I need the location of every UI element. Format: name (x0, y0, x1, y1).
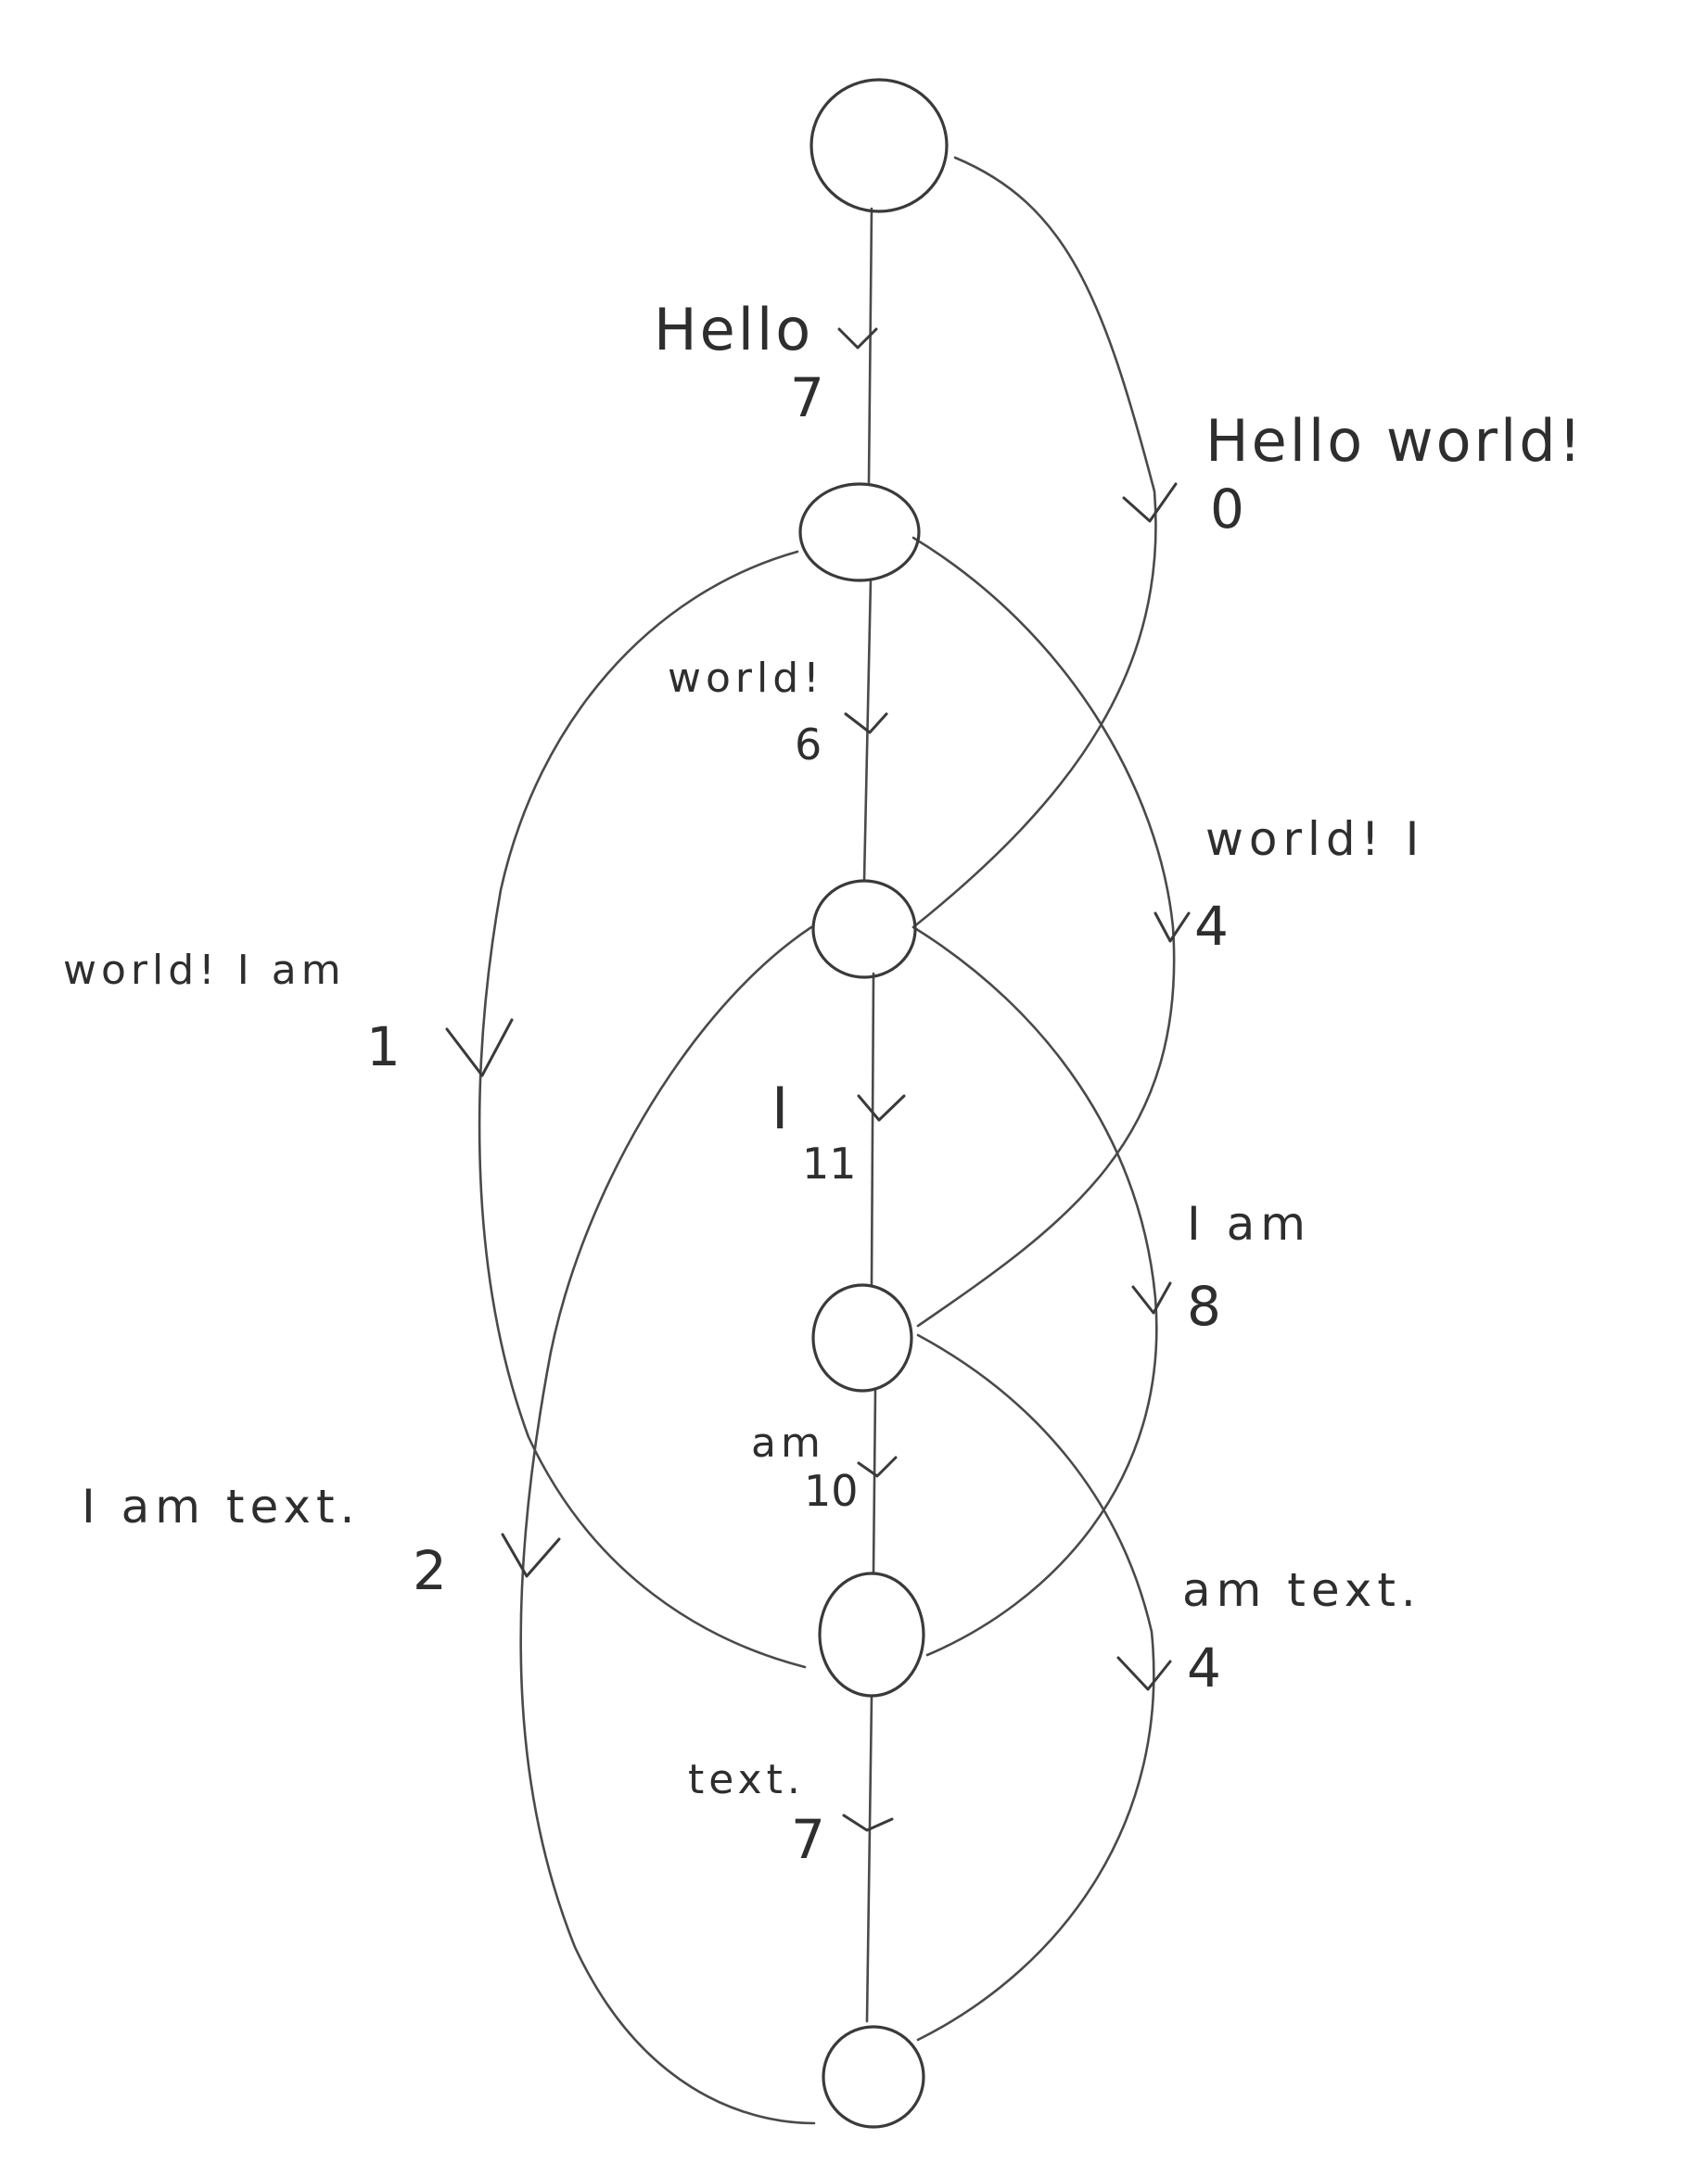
arrow-world-i (1154, 911, 1191, 943)
edge-i-am (911, 925, 1158, 1657)
edge-weight-text: 7 (791, 1808, 825, 1871)
node-4 (818, 1572, 925, 1698)
edge-am (872, 1389, 877, 1573)
arrow-i-am-text (501, 1533, 561, 1578)
edge-weight-i-am-text: 2 (413, 1539, 447, 1602)
edge-weight-am: 10 (804, 1466, 859, 1516)
edge-label-am: am (751, 1420, 825, 1467)
edge-hello (867, 207, 873, 484)
node-3 (811, 1283, 913, 1393)
edge-label-i-am-text: I am text. (82, 1480, 361, 1534)
edge-hello-world (911, 156, 1157, 929)
edge-text (865, 1695, 873, 2023)
edge-i-am-text (519, 925, 816, 2125)
edge-label-world-i-am: world! I am (63, 947, 346, 994)
node-0 (809, 78, 949, 213)
edge-i (870, 972, 875, 1286)
edge-am-text (916, 1333, 1155, 2042)
edge-label-world-i: world! I (1205, 812, 1425, 866)
edge-label-text: text. (688, 1756, 805, 1803)
edge-weight-world-i: 4 (1194, 895, 1229, 958)
arrow-world-i-am (445, 1018, 514, 1077)
edge-weight-world: 6 (795, 719, 822, 770)
arrow-hello (837, 327, 878, 350)
arrow-am (857, 1456, 898, 1478)
arrow-text (842, 1814, 894, 1832)
edge-weight-hello: 7 (790, 366, 824, 429)
edge-world-i-am (478, 550, 807, 1669)
arrow-hello-world (1122, 482, 1178, 523)
edge-weight-hello-world: 0 (1210, 477, 1244, 541)
arrow-i-am (1131, 1281, 1172, 1315)
node-1 (798, 482, 921, 582)
edge-weight-world-i-am: 1 (366, 1015, 401, 1078)
edge-label-hello-world: Hello world! (1205, 407, 1585, 475)
edge-weight-am-text: 4 (1187, 1636, 1221, 1700)
edge-world-i (911, 536, 1176, 1328)
edge-weight-i: 11 (802, 1139, 857, 1189)
arrow-world (844, 712, 888, 734)
edge-weight-i-am: 8 (1187, 1275, 1221, 1338)
edge-label-i: I (771, 1075, 792, 1142)
edge-label-world: world! (668, 655, 824, 702)
edge-label-hello: Hello (654, 296, 814, 363)
node-2 (811, 879, 917, 979)
arrow-am-text (1116, 1656, 1172, 1691)
arrow-i (857, 1094, 906, 1122)
node-6 (822, 2025, 925, 2129)
edge-label-i-am: I am (1187, 1197, 1311, 1251)
edge-label-am-text: am text. (1182, 1563, 1421, 1617)
